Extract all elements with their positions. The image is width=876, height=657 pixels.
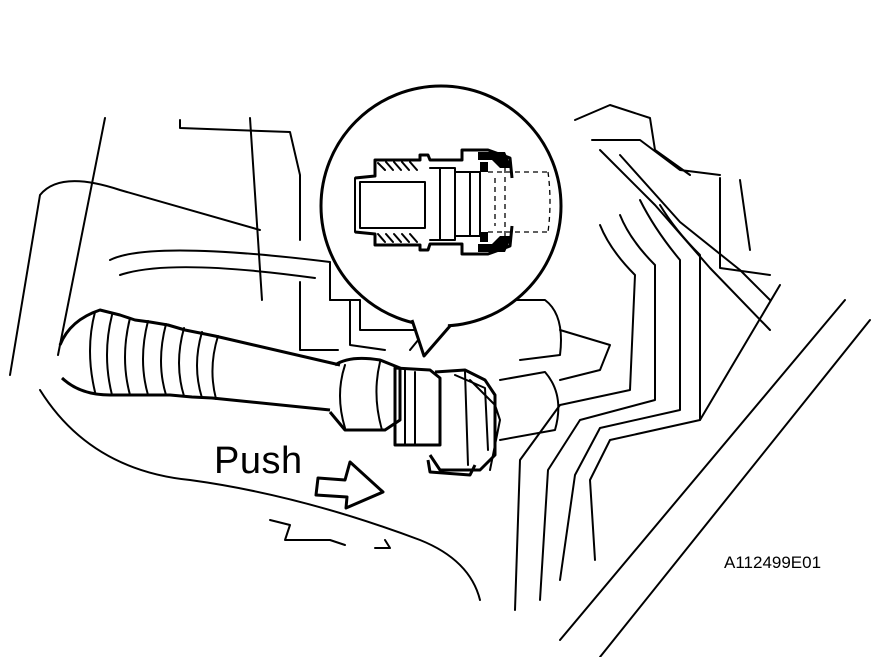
push-label: Push	[214, 440, 303, 482]
detail-callout	[319, 84, 563, 358]
engine-background-outlines	[9, 104, 871, 657]
figure-code: A112499E01	[724, 553, 822, 572]
corrugated-hose	[58, 308, 341, 412]
quick-connector	[328, 327, 497, 477]
push-arrow-icon	[314, 460, 385, 510]
connector-cross-section	[354, 148, 551, 256]
